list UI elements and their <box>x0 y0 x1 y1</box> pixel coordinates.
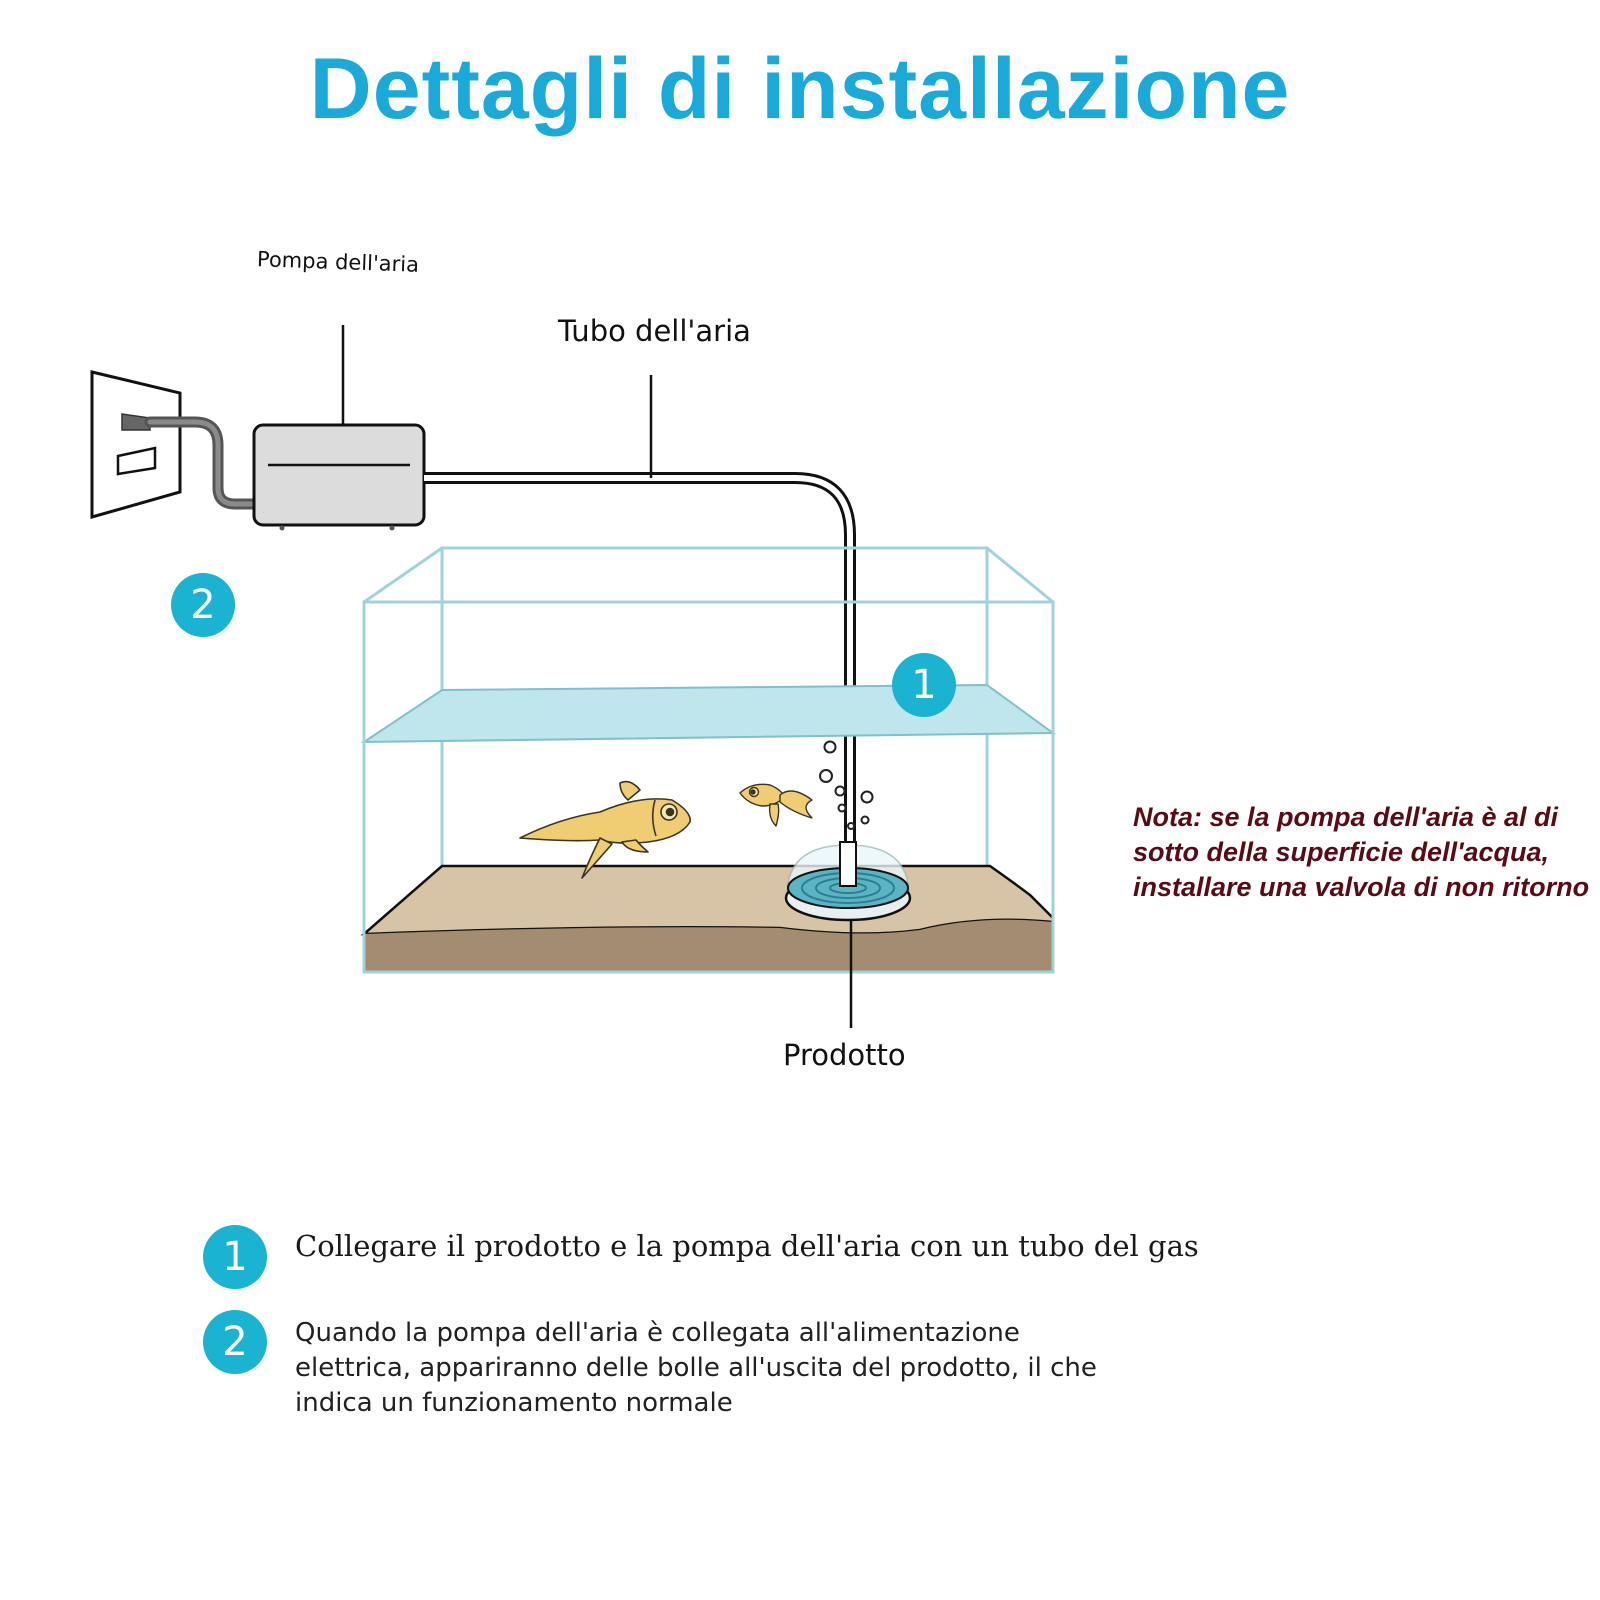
product-label: Prodotto <box>783 1038 906 1072</box>
note-text: Nota: se la pompa dell'aria è al di sott… <box>1133 802 1590 902</box>
fish-icon <box>739 783 813 827</box>
step-2-badge: 2 <box>203 1310 267 1374</box>
step-1-badge: 1 <box>203 1225 267 1289</box>
sand <box>360 864 1055 936</box>
step-2-text: Quando la pompa dell'aria è collegata al… <box>295 1318 1097 1418</box>
air-tube-label: Tubo dell'aria <box>558 314 751 348</box>
diagram-step-1-badge: 1 <box>892 653 956 717</box>
fish-icon <box>519 780 691 879</box>
air-pump-icon <box>252 423 426 531</box>
wall-outlet-icon <box>90 370 182 519</box>
bubbles <box>819 740 874 830</box>
step-1-text: Collegare il prodotto e la pompa dell'ar… <box>295 1229 1199 1263</box>
aquarium <box>360 546 1057 974</box>
page-title: Dettagli di installazione <box>309 41 1291 137</box>
diagram-step-2-badge: 2 <box>171 573 235 637</box>
air-stone-icon <box>784 841 912 922</box>
